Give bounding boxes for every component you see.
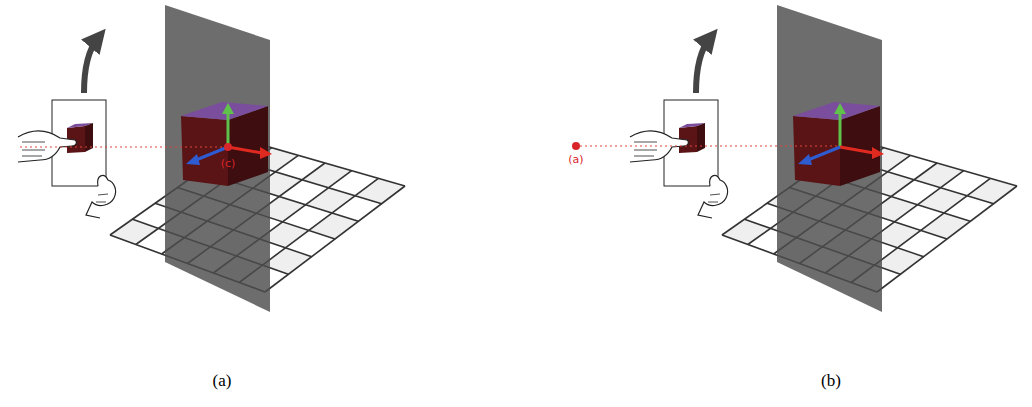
point-label: (c) [221, 158, 236, 169]
subfigure-caption: (a) [213, 372, 232, 389]
projection-line-b [572, 142, 840, 150]
subfigure-caption: (b) [821, 372, 841, 389]
projection-line-a [20, 143, 232, 151]
point-label: (a) [568, 154, 583, 165]
